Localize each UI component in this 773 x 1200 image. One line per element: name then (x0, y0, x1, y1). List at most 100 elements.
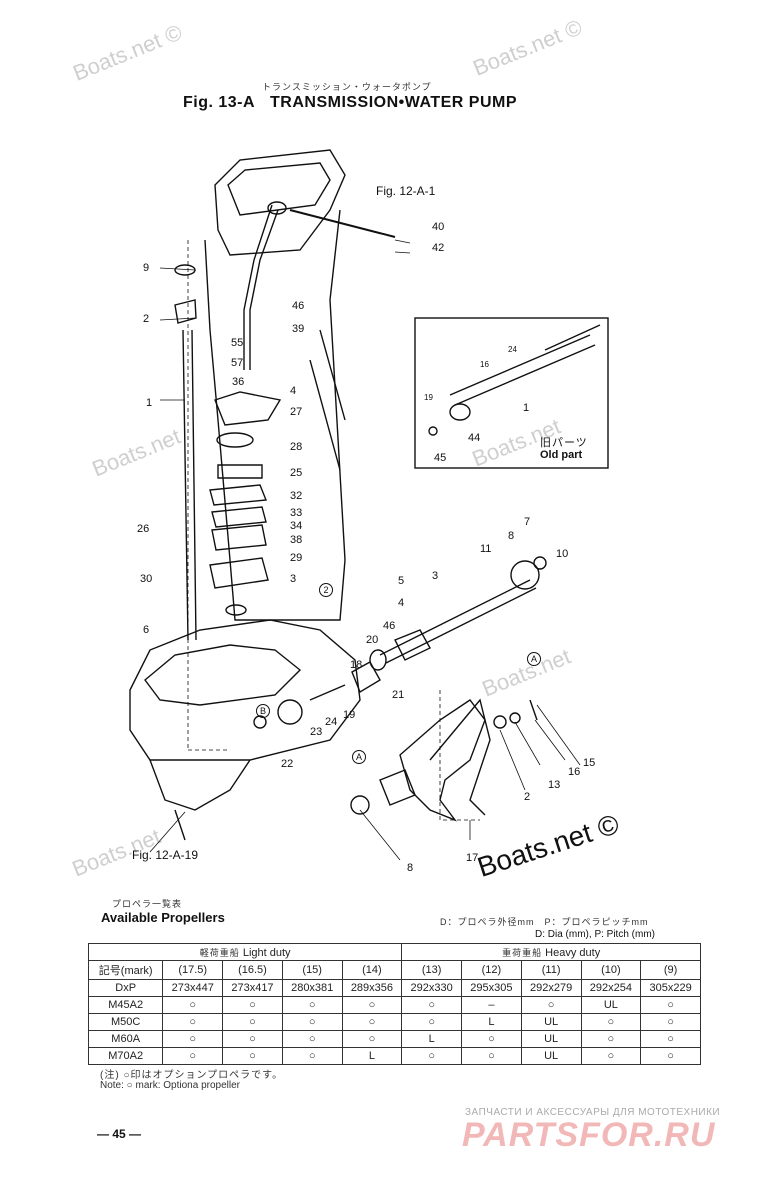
table-cell: ○ (640, 1013, 701, 1031)
inset-label: Old part (540, 449, 583, 461)
size-cell: 305x229 (640, 979, 701, 997)
callout-44: 1 (523, 402, 530, 414)
marker-a: 2 (319, 583, 333, 597)
callout-38: 38 (290, 534, 303, 546)
table-cell: ○ (461, 1047, 522, 1065)
table-cell: ○ (281, 1030, 343, 1048)
callout-3: 6 (143, 624, 150, 636)
table-cell: ○ (281, 1047, 343, 1065)
size-cell: 289x356 (341, 979, 403, 997)
mark-cell: (16.5) (222, 960, 283, 980)
callout-55: 55 (231, 337, 244, 349)
callout-25: 25 (290, 467, 303, 479)
callout-23: 24 (325, 716, 338, 728)
table-cell: ○ (222, 1030, 283, 1048)
callout-3: 3 (290, 573, 297, 585)
note-jp: (注) ○印はオプションプロペラです。 (100, 1070, 284, 1081)
callout-5: 5 (398, 575, 405, 587)
callout-17: 15 (583, 757, 596, 769)
callout-6: 4 (398, 597, 405, 609)
table-cell: ○ (341, 996, 403, 1014)
size-cell: 273x417 (222, 979, 283, 997)
callout-29: 29 (290, 552, 303, 564)
table-row: M60A ○ ○ ○ ○ L ○ UL ○ ○ (87, 1030, 701, 1048)
marks-row: 記号(mark) (17.5) (16.5) (15) (14) (13) (1… (87, 960, 701, 980)
callout-21: 18 (350, 659, 363, 671)
table-cell: UL (520, 1047, 582, 1065)
table-cell: ○ (222, 1013, 283, 1031)
table-cell: ○ (520, 996, 582, 1014)
table-cell: ○ (162, 1047, 224, 1065)
light-duty-header: 軽荷重船 Light duty (87, 943, 403, 961)
page-title: TRANSMISSION•WATER PUMP (270, 94, 518, 111)
callout-57: 57 (231, 357, 244, 369)
callout-46: 46 (292, 300, 305, 312)
propeller (399, 699, 486, 822)
marker-b2: A (352, 750, 366, 764)
table-cell: L (401, 1030, 463, 1048)
callout-15: 16 (568, 766, 581, 778)
size-cell: 280x381 (281, 979, 343, 997)
callout-8: 11 (480, 543, 492, 555)
callout-30: 30 (140, 573, 153, 585)
callout-22: 23 (310, 726, 323, 738)
table-cell: ○ (401, 1013, 463, 1031)
callout-27: 27 (290, 406, 303, 418)
callout-2b: 8 (407, 862, 414, 874)
table-cell: ○ (341, 1030, 403, 1048)
propellers-jp-title: プロペラ一覧表 (112, 899, 183, 909)
callout-24: 19 (343, 709, 356, 721)
callout-4b: 22 (281, 758, 294, 770)
drive-shaft (182, 329, 197, 641)
callout-28: 28 (290, 441, 303, 453)
table-cell: ○ (401, 996, 463, 1014)
callout-26: 26 (137, 523, 150, 535)
callout-16: 13 (548, 779, 561, 791)
table-row: M70A2 ○ ○ ○ L ○ ○ UL ○ ○ (87, 1047, 701, 1065)
size-cell: 273x447 (162, 979, 224, 997)
fig-ref-top: Fig. 12-A-1 (376, 184, 436, 198)
table-cell: L (341, 1047, 403, 1065)
callout-14: 17 (466, 852, 479, 864)
callout-10: 7 (524, 516, 531, 528)
table-cell: ○ (281, 996, 343, 1014)
callout-1: 1 (146, 397, 153, 409)
mark-header: 記号(mark) (87, 960, 164, 980)
inset-dim: 24 (508, 345, 517, 354)
table-cell: ○ (640, 1030, 701, 1048)
size-cell: 292x254 (580, 979, 642, 997)
size-cell: 292x330 (401, 979, 463, 997)
callout-33: 33 (290, 507, 303, 519)
callout-32: 32 (290, 490, 303, 502)
table-cell: ○ (580, 1013, 642, 1031)
callout-46b: 45 (434, 452, 447, 464)
fig-ref-bottom: Fig. 12-A-19 (132, 848, 199, 862)
housing-body (204, 209, 346, 621)
mark-cell: (10) (580, 960, 642, 980)
mark-cell: (13) (401, 960, 463, 980)
table-cell: ○ (281, 1013, 343, 1031)
table-cell: UL (520, 1030, 582, 1048)
model-cell: M45A2 (87, 996, 164, 1014)
water-tube (249, 209, 279, 370)
model-cell: M60A (87, 1030, 164, 1048)
callout-2: 2 (143, 313, 150, 325)
light-duty-jp: 軽荷重船 (199, 947, 240, 958)
table-cell: ○ (640, 996, 701, 1014)
callout-11: 3 (432, 570, 439, 582)
table-row: M50C ○ ○ ○ ○ ○ L UL ○ ○ (87, 1013, 701, 1031)
marker-a2: B (256, 704, 270, 718)
model-cell: M70A2 (87, 1047, 164, 1065)
heavy-duty-header: 重荷重船 Heavy duty (401, 943, 701, 961)
table-cell: ○ (341, 1013, 403, 1031)
callout-34: 34 (290, 520, 303, 532)
mark-cell: (17.5) (162, 960, 224, 980)
model-cell: M50C (87, 1013, 164, 1031)
sizes-row: DxP 273x447 273x417 280x381 289x356 292x… (87, 979, 701, 997)
callout-9: 9 (143, 262, 150, 274)
callout-13: 2 (524, 791, 531, 803)
table-cell: ○ (222, 1047, 283, 1065)
size-cell: 292x279 (520, 979, 582, 997)
mark-cell: (15) (281, 960, 343, 980)
upper-housing (214, 149, 346, 256)
